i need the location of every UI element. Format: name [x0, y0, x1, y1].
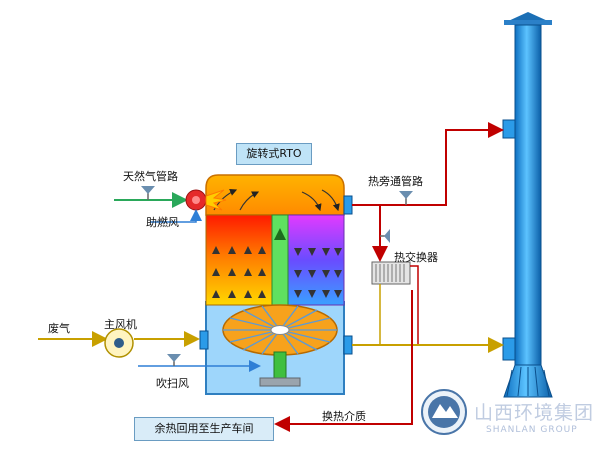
- hot-bypass-line: [352, 122, 504, 262]
- waste-heat-output-box: 余热回用至生产车间: [134, 417, 274, 441]
- diagram-title: 旋转式RTO: [236, 143, 312, 165]
- watermark-company-cn: 山西环境集团: [474, 402, 595, 424]
- hot-bypass-label: 热旁通管路: [368, 175, 423, 188]
- heat-exchanger-label: 热交换器: [394, 251, 438, 264]
- main-fan-label: 主风机: [104, 318, 137, 331]
- rto-reactor: [199, 174, 353, 395]
- combustion-fan-label: 助燃风: [146, 216, 179, 229]
- waste-gas-inlet: [38, 328, 200, 358]
- waste-gas-label: 废气: [48, 322, 70, 335]
- purge-air-label: 吹扫风: [156, 377, 189, 390]
- natural-gas-label: 天然气管路: [123, 170, 178, 183]
- company-logo-icon: [421, 389, 467, 435]
- chimney: [502, 12, 553, 398]
- watermark-company-en: SHANLAN GROUP: [486, 425, 578, 435]
- burner: [114, 186, 227, 223]
- heat-medium-line: [274, 290, 413, 432]
- heat-exchanger: [371, 261, 419, 346]
- purge-air-line: [138, 354, 261, 372]
- heat-medium-label: 换热介质: [322, 410, 366, 423]
